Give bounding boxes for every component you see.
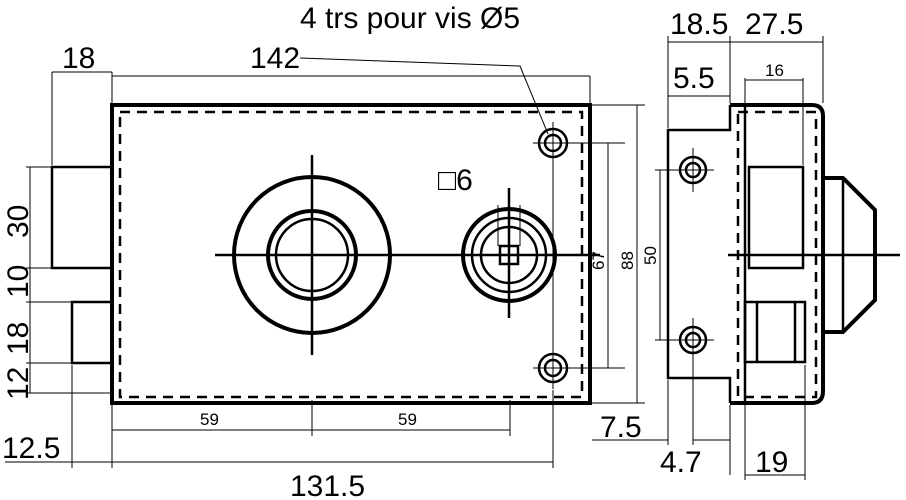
screw-note: 4 trs pour vis Ø5 (300, 2, 520, 35)
latch-lower (70, 300, 112, 365)
dim-67: 67 (589, 251, 608, 270)
bolt-upper (50, 165, 112, 270)
square-key-label: □6 (438, 164, 473, 197)
dim-10: 10 (2, 265, 35, 298)
dim-59-right: 59 (398, 410, 417, 429)
dim-12-5: 12.5 (2, 432, 60, 465)
dim-16: 16 (765, 61, 784, 80)
side-body (730, 103, 825, 405)
side-bolt (747, 165, 805, 270)
dim-4-7: 4.7 (660, 446, 702, 479)
dim-7-5: 7.5 (600, 411, 642, 444)
side-plate (666, 105, 732, 403)
side-view (666, 103, 900, 405)
dim-27-5: 27.5 (745, 8, 803, 41)
dim-18-left: 18 (2, 322, 35, 355)
dim-131-5: 131.5 (290, 470, 365, 500)
screw-hole-top (533, 122, 574, 164)
dimension-lines (5, 36, 824, 480)
side-latch (743, 300, 807, 364)
dim-59-left: 59 (200, 410, 219, 429)
front-view (50, 103, 600, 405)
dim-19: 19 (755, 446, 788, 479)
dim-18-5: 18.5 (670, 8, 728, 41)
dim-142: 142 (250, 42, 300, 75)
dim-18-top: 18 (62, 42, 95, 75)
screw-hole-bottom (533, 347, 574, 389)
dim-30: 30 (2, 205, 35, 238)
dim-12: 12 (2, 367, 35, 400)
dim-88: 88 (618, 251, 637, 270)
dim-50: 50 (641, 246, 660, 265)
dim-5-5: 5.5 (673, 62, 715, 95)
